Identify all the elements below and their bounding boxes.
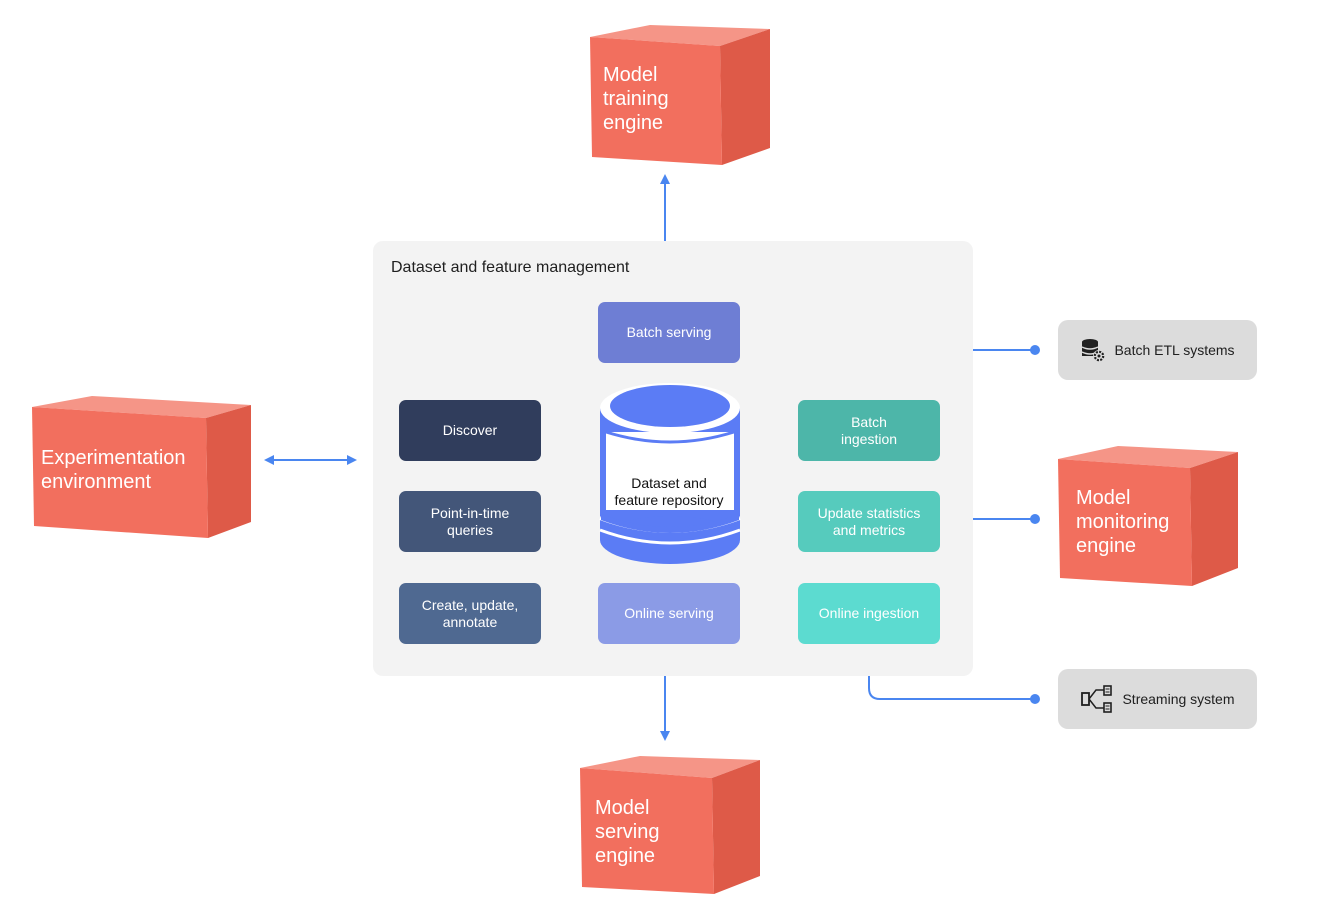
monitoring-line1: Model — [1076, 487, 1131, 509]
monitoring-line3: engine — [1076, 535, 1137, 557]
batch-ingestion-line2: ingestion — [840, 430, 898, 447]
batch-ingestion-line1: Batch — [851, 413, 887, 430]
experimentation-line2: environment — [41, 471, 152, 493]
training-line1: Model — [603, 64, 658, 86]
experimentation-line1: Experimentation — [41, 447, 186, 469]
serving-line3: engine — [595, 845, 656, 867]
create-update-line2: annotate — [442, 613, 498, 630]
experimentation-cube — [32, 396, 251, 538]
repository-label-line1: Dataset and — [631, 475, 707, 491]
update-stats-line2: and metrics — [832, 521, 906, 538]
repository-label: Dataset and feature repository — [598, 475, 740, 509]
panel-title: Dataset and feature management — [391, 259, 630, 276]
serving-engine-label: Model serving engine — [595, 796, 659, 868]
batch-etl-label: Batch ETL systems — [1114, 342, 1235, 358]
database-gear-icon — [1082, 339, 1106, 362]
training-line3: engine — [603, 112, 664, 134]
serving-line2: serving — [595, 821, 660, 843]
batch-ingestion-box[interactable]: Batch ingestion — [798, 400, 940, 461]
online-ingestion-box[interactable]: Online ingestion — [798, 583, 940, 644]
discover-box[interactable]: Discover — [399, 400, 541, 461]
serving-line1: Model — [595, 797, 650, 819]
batch-etl-systems[interactable]: Batch ETL systems — [1058, 320, 1257, 380]
online-ingestion-label: Online ingestion — [818, 605, 920, 621]
online-serving-box[interactable]: Online serving — [598, 583, 740, 644]
stream-branch-icon — [1081, 685, 1113, 713]
repository-label-line2: feature repository — [614, 492, 724, 508]
training-engine-cube — [590, 25, 770, 165]
serving-engine-cube — [580, 756, 760, 894]
streaming-system[interactable]: Streaming system — [1058, 669, 1257, 729]
create-update-annotate-box[interactable]: Create, update, annotate — [399, 583, 541, 644]
discover-label: Discover — [442, 422, 498, 438]
monitoring-engine-cube — [1058, 446, 1238, 586]
arrow-streaming-to-online-ingestion — [864, 656, 1040, 704]
repository-cylinder-front — [599, 383, 741, 564]
online-serving-label: Online serving — [624, 605, 714, 621]
point-in-time-line2: queries — [447, 521, 493, 538]
point-in-time-line1: Point-in-time — [430, 504, 510, 521]
batch-serving-label: Batch serving — [626, 324, 712, 340]
monitoring-line2: monitoring — [1076, 511, 1170, 533]
batch-serving-box[interactable]: Batch serving — [598, 302, 740, 363]
create-update-line1: Create, update, — [421, 596, 519, 613]
update-statistics-box[interactable]: Update statistics and metrics — [798, 491, 940, 552]
point-in-time-queries-box[interactable]: Point-in-time queries — [399, 491, 541, 552]
streaming-label: Streaming system — [1122, 691, 1235, 707]
monitoring-engine-label: Model monitoring engine — [1076, 486, 1169, 558]
training-line2: training — [603, 88, 669, 110]
experimentation-label: Experimentation environment — [41, 446, 186, 494]
update-stats-line1: Update statistics — [817, 504, 921, 521]
training-engine-label: Model training engine — [603, 63, 669, 135]
